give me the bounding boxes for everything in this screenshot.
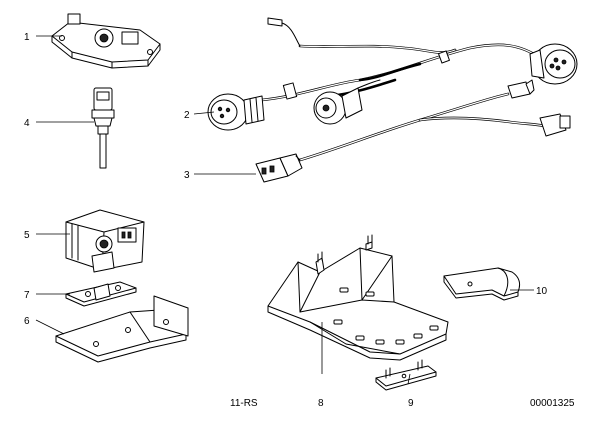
part-9-stud-plate [375,359,437,391]
callout-3: 3 [184,170,190,181]
drawing-number: 00001325 [530,398,575,409]
group-code: 11-RS [230,398,258,409]
callout-9: 9 [408,398,414,409]
callout-1: 1 [24,32,30,43]
callout-7: 7 [24,290,30,301]
part-7-plate [65,281,137,307]
part-6-bracket [55,295,189,363]
part-3-sensor-lead [255,79,571,183]
part-5-module [65,209,145,273]
callout-labels: 1 2 3 4 5 6 7 8 9 10 [24,32,548,409]
connector-round-large [529,43,578,85]
part-2-wiring-harness [207,17,578,131]
part-4-sensor [91,87,115,169]
callout-10: 10 [536,286,548,297]
callout-6: 6 [24,316,30,327]
callout-5: 5 [24,230,30,241]
part-10-clip [443,267,521,301]
part-1-control-unit [51,13,161,69]
part-8-mounting-bracket [267,234,449,361]
callout-2: 2 [184,110,190,121]
leader-lines [35,35,534,385]
connector-round-left [207,93,265,131]
callout-8: 8 [318,398,324,409]
callout-4: 4 [24,118,30,129]
connector-round-middle [313,79,381,125]
